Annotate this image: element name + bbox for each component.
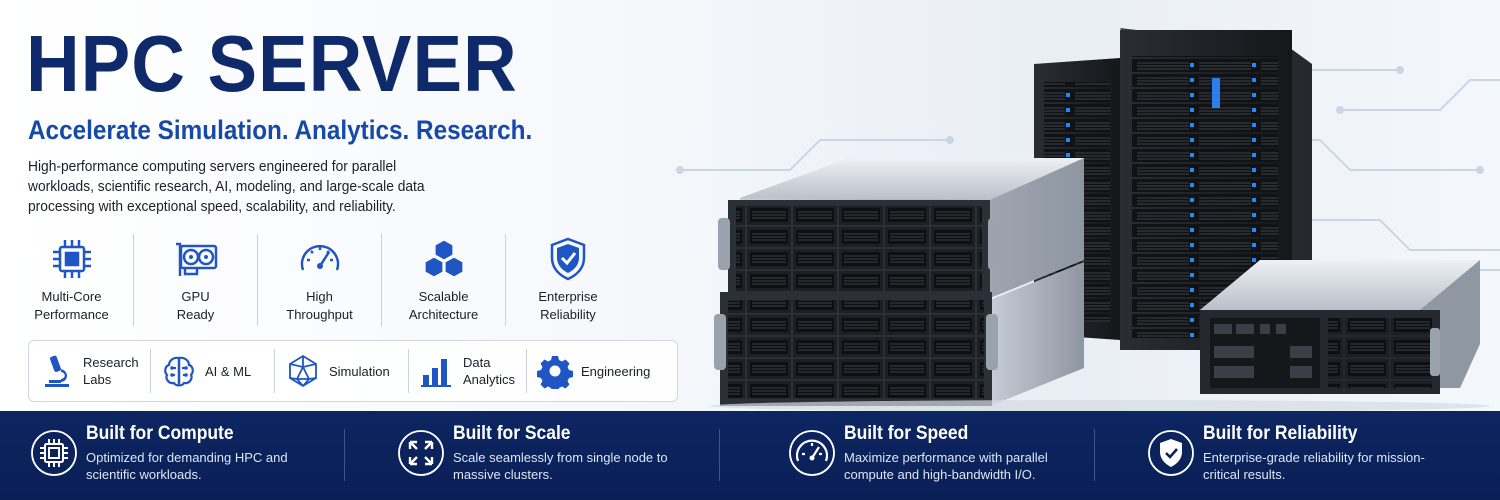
benefit-item: Built for Compute Optimized for demandin… <box>0 411 375 500</box>
shield-check-icon <box>1148 430 1194 476</box>
feature-label-line1: Multi-Core <box>41 289 102 304</box>
benefit-description: Optimized for demanding HPC and scientif… <box>86 450 288 482</box>
divider <box>1094 429 1095 481</box>
page-subtitle: Accelerate Simulation. Analytics. Resear… <box>28 115 533 145</box>
server-hardware-illustration <box>710 28 1490 412</box>
application-label-line2: Labs <box>83 372 112 387</box>
rack-server-dense <box>1200 260 1480 394</box>
benefit-title: Built for Scale <box>453 423 571 444</box>
expand-arrows-icon <box>398 430 444 476</box>
page-title: HPC SERVER <box>26 19 518 108</box>
bar-chart-icon <box>421 359 451 387</box>
feature-label-line1: High <box>306 289 333 304</box>
benefit-description: Scale seamlessly from single node to mas… <box>453 450 668 482</box>
divider <box>344 429 345 481</box>
polyhedron-icon <box>289 354 317 388</box>
application-label-line2: Analytics <box>463 372 516 387</box>
application-label-line1: AI & ML <box>205 363 252 379</box>
feature-item: GPU Ready <box>134 234 258 326</box>
feature-label-line2: Reliability <box>540 307 596 322</box>
application-label-line1: Engineering <box>581 363 651 379</box>
benefit-title: Built for Compute <box>86 423 234 444</box>
gpu-card-icon <box>175 242 217 276</box>
benefit-item: Built for Reliability Enterprise-grade r… <box>1125 411 1500 500</box>
application-item: AI & ML <box>151 349 275 393</box>
feature-label-line2: Throughput <box>286 307 353 322</box>
feature-label-line2: Architecture <box>408 307 479 322</box>
stacked-cubes-icon <box>423 239 464 278</box>
application-label-line1: Data <box>463 355 491 370</box>
feature-label-line1: GPU <box>181 289 210 304</box>
benefit-description: Maximize performance with parallel compu… <box>844 450 1048 482</box>
feature-label-line2: Ready <box>176 307 215 322</box>
divider <box>719 429 720 481</box>
feature-label-line1: Scalable <box>418 289 469 304</box>
benefits-bar: Built for Compute Optimized for demandin… <box>0 411 1500 500</box>
microscope-icon <box>45 355 69 387</box>
benefit-title: Built for Speed <box>844 423 969 444</box>
shield-check-icon <box>550 237 586 281</box>
cpu-chip-icon <box>31 430 77 476</box>
speedometer-icon <box>789 430 835 476</box>
feature-label-line1: Enterprise <box>538 289 598 304</box>
benefit-title: Built for Reliability <box>1203 423 1358 444</box>
cpu-chip-icon <box>52 240 91 278</box>
benefit-description: Enterprise-grade reliability for mission… <box>1203 450 1425 482</box>
hero-description: High-performance computing servers engin… <box>28 158 425 215</box>
rack-server-top <box>718 158 1084 300</box>
application-label-line1: Simulation <box>329 363 390 379</box>
application-item: Simulation <box>275 349 409 393</box>
benefit-item: Built for Speed Maximize performance wit… <box>750 411 1125 500</box>
brain-icon <box>164 356 194 387</box>
speedometer-icon <box>300 244 339 271</box>
rack-server-bottom <box>714 262 1084 406</box>
application-item: Engineering <box>527 349 667 393</box>
benefit-item: Built for Scale Scale seamlessly from si… <box>375 411 750 500</box>
application-label-line1: Research <box>83 355 139 370</box>
feature-label-line2: Performance <box>34 307 109 322</box>
gear-icon <box>537 356 573 389</box>
